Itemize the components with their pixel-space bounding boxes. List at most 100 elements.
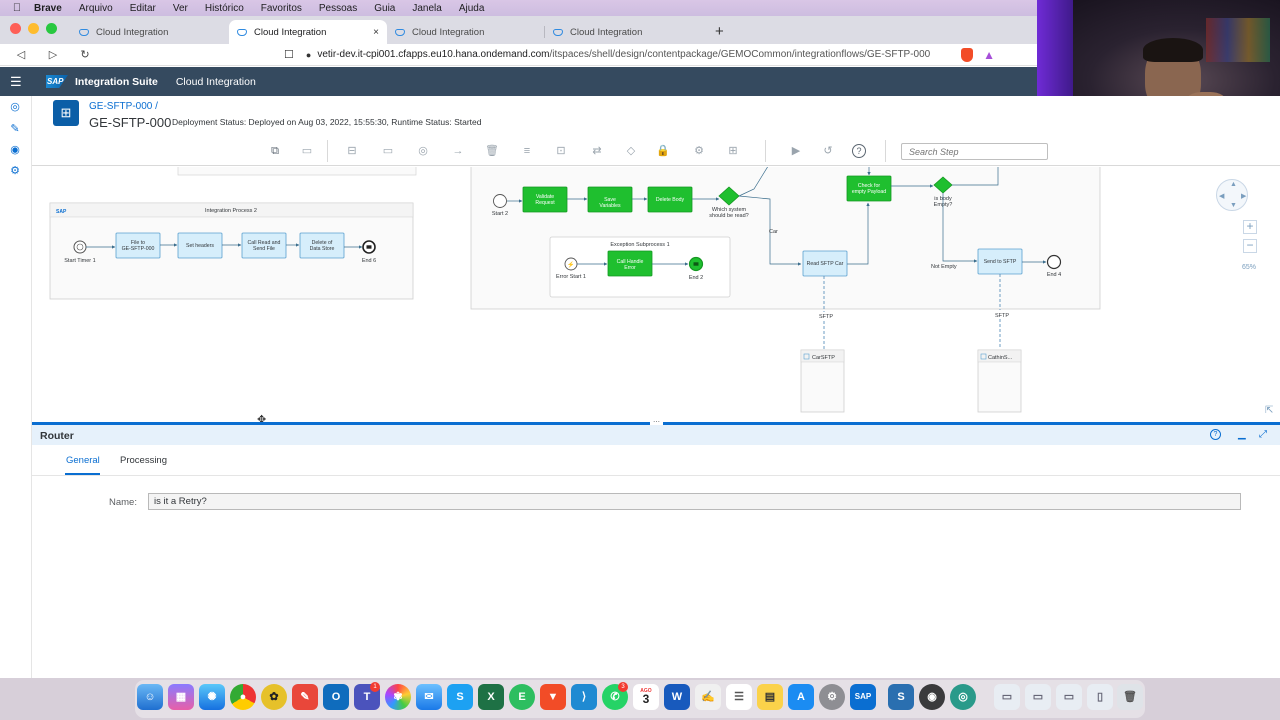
mapping-icon[interactable]: ≡ xyxy=(523,145,531,157)
routing-diamond-icon[interactable]: ◇ xyxy=(626,145,636,157)
menu-arquivo[interactable]: Arquivo xyxy=(78,2,113,14)
chrome-icon[interactable]: ● xyxy=(230,684,256,710)
folder-preview-icon[interactable]: ▭ xyxy=(994,684,1020,710)
end-event-4[interactable] xyxy=(1046,254,1062,270)
url-field[interactable]: vetir-dev.it-cpi001.cfapps.eu10.hana.ond… xyxy=(317,49,930,60)
sublime-s-icon[interactable]: S xyxy=(888,684,914,710)
minimize-window-button[interactable] xyxy=(28,23,39,34)
menu-pessoas[interactable]: Pessoas xyxy=(318,2,358,14)
task-check-empty-payload[interactable] xyxy=(846,175,892,202)
bookmark-icon[interactable]: ☐ xyxy=(284,49,294,61)
menu-ver[interactable]: Ver xyxy=(172,2,188,14)
expand-panel-icon[interactable]: ⤢ xyxy=(1259,429,1267,440)
zoom-out-button[interactable]: − xyxy=(1243,239,1257,253)
app-store-icon[interactable]: A xyxy=(788,684,814,710)
menu-historico[interactable]: Histórico xyxy=(204,2,244,14)
mail-icon[interactable]: ✉ xyxy=(416,684,442,710)
splitter-grip-icon[interactable]: ⋯ xyxy=(650,419,663,426)
excel-icon[interactable]: X xyxy=(478,684,504,710)
calendar-icon[interactable]: AGO 3 xyxy=(633,684,659,710)
reminders-icon[interactable]: ☰ xyxy=(726,684,752,710)
design-pencil-icon[interactable]: ✎ xyxy=(10,123,20,135)
sap-gui-icon[interactable]: SAP xyxy=(850,684,876,710)
receiver-car-sftp[interactable]: CarSFTP xyxy=(800,349,845,413)
validator-icon[interactable]: ⊞ xyxy=(728,145,738,157)
pan-up-icon[interactable]: ▲ xyxy=(1230,181,1237,188)
safari-icon[interactable]: ✺ xyxy=(199,684,225,710)
start-event-2[interactable] xyxy=(493,194,507,208)
folder-preview-icon[interactable]: ▭ xyxy=(1025,684,1051,710)
pan-left-icon[interactable]: ◀ xyxy=(1219,193,1225,200)
openai-icon[interactable]: ✿ xyxy=(261,684,287,710)
transformation-icon[interactable]: ⊡ xyxy=(556,145,566,157)
browser-tab-active[interactable]: Cloud Integration × xyxy=(229,20,387,44)
back-icon[interactable]: ◁ xyxy=(16,49,26,61)
task-validate-request[interactable] xyxy=(522,186,568,213)
events-icon[interactable]: ◎ xyxy=(418,145,428,157)
brave-rewards-icon[interactable]: ▲ xyxy=(983,48,995,62)
minimize-panel-icon[interactable]: ▁ xyxy=(1238,429,1246,440)
system-preferences-icon[interactable]: ⚙ xyxy=(819,684,845,710)
settings-gear-icon[interactable]: ⚙ xyxy=(10,165,20,177)
task-read-sftp-car[interactable] xyxy=(802,250,848,277)
launchpad-icon[interactable]: ▦ xyxy=(168,684,194,710)
task-set-headers[interactable] xyxy=(177,232,223,259)
s-app-icon[interactable]: S xyxy=(447,684,473,710)
sap-logo[interactable]: SAP xyxy=(46,75,68,88)
task-file-to-sftp[interactable] xyxy=(115,232,161,259)
zoom-window-button[interactable] xyxy=(46,23,57,34)
exception-subprocess[interactable]: Exception Subprocess 1 ⚡ Error Start 1 C… xyxy=(549,236,731,298)
integration-flow-canvas[interactable]: Integration Process 2 SAP Start Timer 1 … xyxy=(32,167,1280,422)
close-window-button[interactable] xyxy=(10,23,21,34)
menu-editar[interactable]: Editar xyxy=(129,2,156,14)
photos-icon[interactable]: ✾ xyxy=(385,684,411,710)
browser-tab[interactable]: Cloud Integration xyxy=(545,20,703,44)
help-icon[interactable]: ? xyxy=(1210,429,1221,440)
evernote-icon[interactable]: E xyxy=(509,684,535,710)
task-save-variables[interactable] xyxy=(587,186,633,213)
brave-icon[interactable]: ▼ xyxy=(540,684,566,710)
menu-favoritos[interactable]: Favoritos xyxy=(260,2,302,14)
collapse-panel-icon[interactable]: ⇱ xyxy=(1265,405,1274,416)
participants-icon[interactable]: ⊟ xyxy=(347,145,357,157)
connector-arrow-icon[interactable]: → xyxy=(452,145,464,157)
simulation-clear-icon[interactable]: ↺ xyxy=(823,145,833,157)
notes-icon[interactable]: ▤ xyxy=(757,684,783,710)
browser-tab[interactable]: Cloud Integration xyxy=(71,20,229,44)
close-tab-icon[interactable]: × xyxy=(373,26,379,38)
tab-general[interactable]: General xyxy=(66,455,100,466)
hamburger-menu-icon[interactable]: ☰ xyxy=(10,73,22,89)
task-call-read-send[interactable] xyxy=(241,232,287,259)
persistence-icon[interactable]: ⚙ xyxy=(694,145,704,157)
process-icon[interactable]: ▭ xyxy=(382,145,394,157)
folder-preview-icon[interactable]: ▯ xyxy=(1087,684,1113,710)
simulation-start-icon[interactable]: ▶ xyxy=(791,145,801,157)
outlook-icon[interactable]: O xyxy=(323,684,349,710)
obs-icon[interactable]: ◉ xyxy=(919,684,945,710)
menu-janela[interactable]: Janela xyxy=(412,2,442,14)
folder-preview-icon[interactable]: ▭ xyxy=(1056,684,1082,710)
delete-icon[interactable]: 🗑 xyxy=(485,145,499,157)
call-icon[interactable]: ⇄ xyxy=(592,145,602,157)
menu-ajuda[interactable]: Ajuda xyxy=(458,2,485,14)
search-step-input[interactable] xyxy=(901,143,1048,160)
forward-icon[interactable]: ▷ xyxy=(48,49,58,61)
finder-icon[interactable]: ☺ xyxy=(137,684,163,710)
receiver-cathin-sftp[interactable]: CathinS... xyxy=(977,349,1022,413)
name-input[interactable] xyxy=(148,493,1241,510)
task-delete-data-store[interactable] xyxy=(299,232,345,259)
brave-shields-icon[interactable] xyxy=(961,48,973,62)
discover-compass-icon[interactable]: ◎ xyxy=(10,101,20,113)
pan-right-icon[interactable]: ▶ xyxy=(1241,193,1247,200)
breadcrumb[interactable]: GE-SFTP-000 / xyxy=(89,101,158,112)
monitor-eye-icon[interactable]: ◉ xyxy=(10,144,20,156)
trash-icon[interactable]: 🗑 xyxy=(1117,684,1143,710)
help-icon[interactable]: ? xyxy=(852,144,866,158)
router-which-system[interactable] xyxy=(718,186,740,206)
browser-tab[interactable]: Cloud Integration xyxy=(387,20,545,44)
menu-app-brave[interactable]: Brave xyxy=(34,2,62,14)
textedit-icon[interactable]: ✍ xyxy=(695,684,721,710)
task-delete-body[interactable] xyxy=(647,186,693,213)
pencil-app-icon[interactable]: ✎ xyxy=(292,684,318,710)
pan-navigation-control[interactable]: ▲ ▼ ◀ ▶ xyxy=(1216,179,1248,211)
